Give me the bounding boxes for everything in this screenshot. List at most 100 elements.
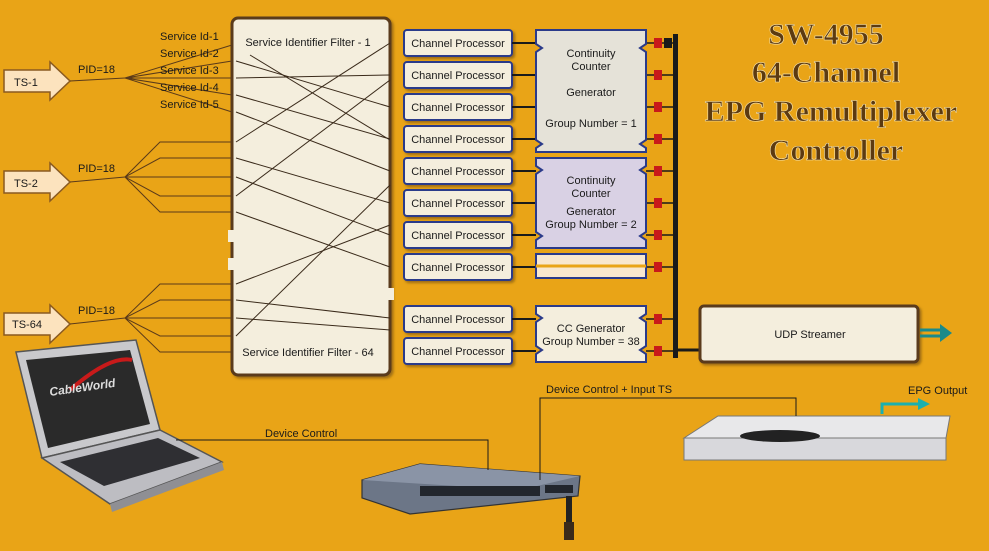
pid-label: PID=18 bbox=[78, 305, 115, 317]
udp-streamer-box bbox=[698, 304, 920, 364]
filter-label-bg bbox=[242, 344, 374, 360]
title-line-3: EPG Remultiplexer bbox=[705, 95, 957, 128]
epg-device-icon bbox=[682, 415, 951, 461]
input-ts-1: TS-1 PID=18 bbox=[3, 60, 126, 102]
generator-text: Group Number = 1 bbox=[545, 118, 636, 130]
generator-group-blank bbox=[535, 253, 647, 279]
channel-processor-label: Channel Processor bbox=[411, 346, 505, 358]
title-line-1: SW-4955 bbox=[768, 18, 884, 51]
channel-processor-label: Channel Processor bbox=[411, 230, 505, 242]
service-id-label: Service Id-4 bbox=[160, 82, 219, 94]
service-id-label: Service Id-2 bbox=[160, 48, 219, 60]
channel-processor-label: Channel Processor bbox=[411, 262, 505, 274]
generator-group-2: Continuity Counter Generator Group Numbe… bbox=[535, 157, 647, 249]
network-switch-icon bbox=[361, 463, 581, 540]
laptop-screen bbox=[26, 350, 150, 448]
channel-processor: Channel Processor bbox=[403, 253, 673, 281]
ts-label: TS-2 bbox=[14, 178, 38, 190]
switch-top bbox=[362, 464, 580, 490]
generator-text: Counter bbox=[571, 61, 610, 73]
generator-text: Continuity bbox=[567, 175, 616, 187]
service-identifier-filter: Service Identifier Filter - 1 Service Id… bbox=[228, 16, 394, 377]
service-id-label: Service Id-1 bbox=[160, 31, 219, 43]
laptop-icon: CableWorld bbox=[15, 339, 224, 512]
laptop-edge bbox=[110, 462, 224, 512]
input-ts-2: TS-2 PID=18 bbox=[3, 161, 126, 203]
red-connector-icon bbox=[654, 314, 662, 324]
channel-processor: Channel Processor bbox=[403, 221, 673, 249]
switch-uplink-ports bbox=[545, 485, 573, 493]
filter-label-bg bbox=[244, 34, 372, 50]
channel-processor-label: Channel Processor bbox=[411, 314, 505, 326]
channel-processor: Channel Processor bbox=[403, 125, 673, 153]
bus-bar bbox=[673, 34, 678, 358]
generator-group-38: CC Generator Group Number = 38 bbox=[535, 305, 647, 363]
input-arrow-icon bbox=[3, 161, 72, 203]
red-connector-icon bbox=[654, 198, 662, 208]
generator-text: Group Number = 38 bbox=[542, 336, 640, 348]
generator-box bbox=[535, 305, 647, 363]
input-arrow-icon bbox=[3, 303, 72, 345]
filter-box bbox=[230, 16, 392, 377]
service-id-label: Service Id-3 bbox=[160, 65, 219, 77]
channel-processor: Channel Processor bbox=[403, 337, 673, 365]
generator-text: Group Number = 2 bbox=[545, 219, 636, 231]
output-bus bbox=[664, 34, 700, 358]
channel-processor-label: Channel Processor bbox=[411, 70, 505, 82]
channel-processor-label: Channel Processor bbox=[411, 38, 505, 50]
red-connector-icon bbox=[654, 230, 662, 240]
device-control-line bbox=[176, 439, 489, 470]
generator-text: Generator bbox=[566, 206, 616, 218]
filter-port bbox=[228, 230, 236, 242]
red-connector-icon bbox=[654, 262, 662, 272]
filter-port bbox=[386, 288, 394, 300]
epg-output-label: EPG Output bbox=[908, 385, 967, 397]
epg-output-line bbox=[880, 402, 920, 414]
generator-group-1: Continuity Counter Generator Group Numbe… bbox=[535, 29, 647, 153]
udp-streamer: UDP Streamer bbox=[698, 304, 952, 364]
device-control-input-line bbox=[539, 397, 797, 480]
pid-label: PID=18 bbox=[78, 64, 115, 76]
red-connector-icon bbox=[654, 102, 662, 112]
udp-streamer-label: UDP Streamer bbox=[774, 329, 846, 341]
filter-top-label: Service Identifier Filter - 1 bbox=[245, 37, 370, 49]
device-display bbox=[740, 430, 820, 442]
device-front bbox=[683, 437, 947, 461]
input-fan-lines bbox=[124, 44, 233, 353]
connector-line bbox=[69, 77, 126, 82]
title-line-2: 64-Channel bbox=[752, 56, 900, 89]
title-block: SW-4955 64-Channel EPG Remultiplexer Con… bbox=[704, 18, 957, 168]
filter-port bbox=[228, 258, 236, 270]
channel-processor-label: Channel Processor bbox=[411, 134, 505, 146]
switch-ports bbox=[420, 485, 573, 496]
input-arrow-icon bbox=[3, 60, 72, 102]
channel-processor-label: Channel Processor bbox=[411, 166, 505, 178]
filter-bottom-label: Service Identifier Filter - 64 bbox=[242, 347, 373, 359]
service-id-labels: Service Id-1 Service Id-2 Service Id-3 S… bbox=[160, 31, 219, 111]
generator-text: Generator bbox=[566, 87, 616, 99]
red-connector-icon bbox=[654, 38, 662, 48]
red-connector-icon bbox=[654, 346, 662, 356]
channel-processor: Channel Processor bbox=[403, 29, 673, 57]
pid-label: PID=18 bbox=[78, 163, 115, 175]
title-line-4: Controller bbox=[769, 134, 903, 167]
red-connector-icon bbox=[654, 134, 662, 144]
connector-line bbox=[69, 317, 126, 325]
generator-text: Counter bbox=[571, 188, 610, 200]
channel-processor: Channel Processor bbox=[403, 157, 673, 185]
generator-box bbox=[535, 157, 647, 249]
switch-plug bbox=[564, 522, 574, 540]
red-connector-icon bbox=[654, 166, 662, 176]
output-arrow-icon bbox=[940, 324, 952, 342]
channel-processor: Channel Processor bbox=[403, 61, 673, 89]
channel-processor: Channel Processor bbox=[403, 189, 673, 217]
channel-processor-label: Channel Processor bbox=[411, 102, 505, 114]
channel-processor-label: Channel Processor bbox=[411, 198, 505, 210]
epg-output-arrow-icon bbox=[918, 398, 930, 410]
connector-line bbox=[69, 176, 126, 183]
red-connector-icon bbox=[654, 70, 662, 80]
laptop-keyboard bbox=[60, 438, 200, 486]
switch-port-row bbox=[420, 486, 540, 496]
